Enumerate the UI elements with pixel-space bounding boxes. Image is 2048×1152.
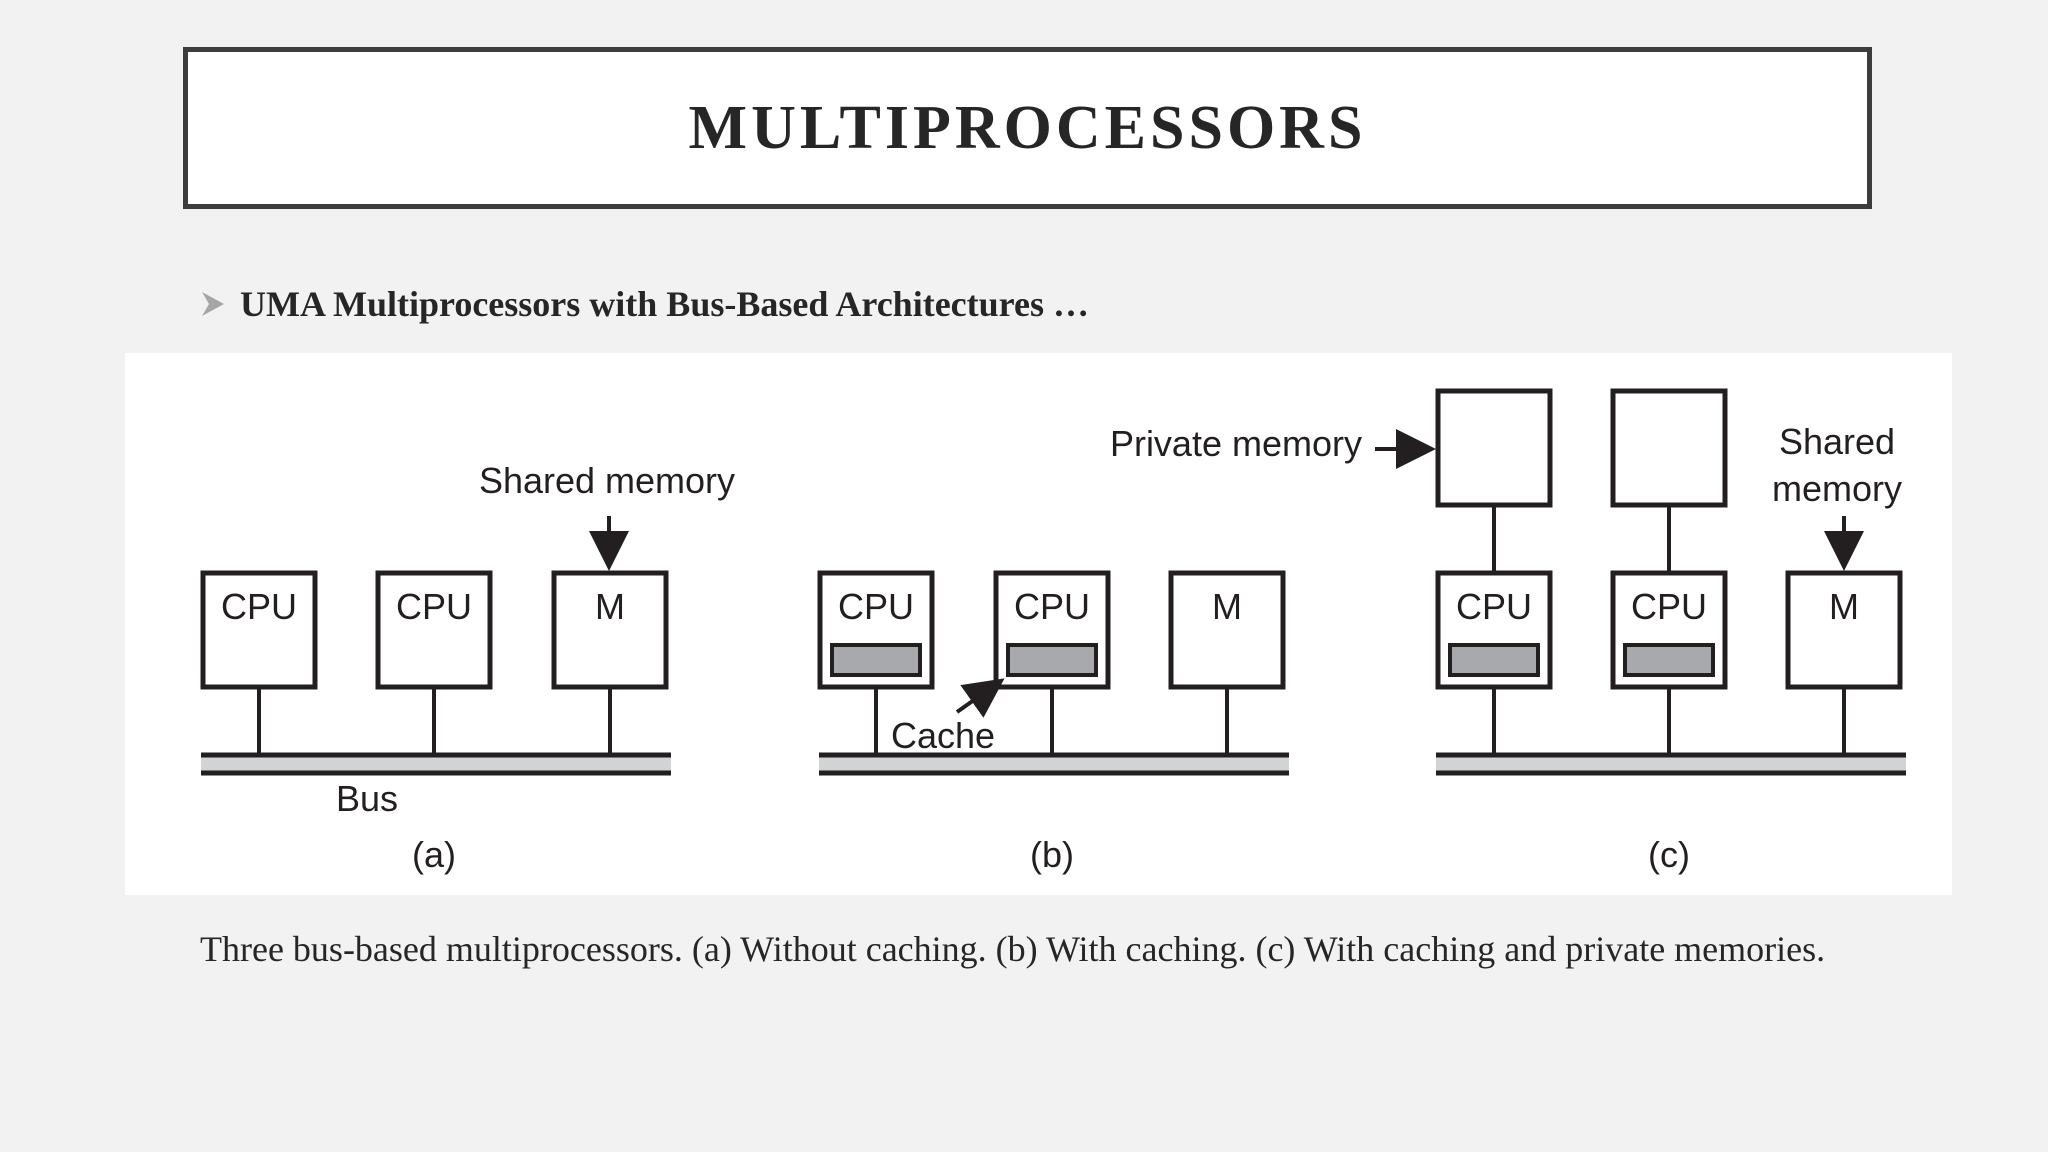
cache-block — [830, 643, 922, 677]
memory-label: M — [1212, 586, 1242, 627]
shared-label-line2: memory — [1772, 468, 1902, 509]
cpu-label: CPU — [1631, 586, 1707, 627]
bullet-item: UMA Multiprocessors with Bus-Based Archi… — [200, 283, 1089, 325]
cache-block — [1623, 643, 1715, 677]
memory-box-c — [1785, 570, 1903, 690]
panel-a: CPU CPU M Shared memory Bus (a) — [200, 460, 735, 875]
panel-b: CPU CPU M Cache (b) — [817, 570, 1289, 875]
bus-b — [819, 755, 1289, 773]
panel-label-a: (a) — [412, 834, 456, 875]
cpu-label: CPU — [221, 586, 297, 627]
cache-block — [1006, 643, 1098, 677]
bullet-text: UMA Multiprocessors with Bus-Based Archi… — [240, 284, 1089, 324]
diagram-panel: CPU CPU M Shared memory Bus (a) — [125, 353, 1952, 895]
cpu-box-a1 — [200, 570, 318, 690]
private-memory-box — [1610, 388, 1728, 508]
panel-c: CPU CPU M Private memory Shared memory (… — [1110, 388, 1906, 875]
private-memory-label: Private memory — [1110, 423, 1362, 464]
bus-c — [1436, 755, 1906, 773]
multiprocessor-diagram: CPU CPU M Shared memory Bus (a) — [200, 388, 1906, 875]
shared-memory-label: Shared memory — [479, 460, 735, 501]
cache-label: Cache — [891, 715, 995, 756]
bus-a — [201, 755, 671, 773]
memory-box-b — [1168, 570, 1286, 690]
slide-title: MULTIPROCESSORS — [688, 93, 1367, 162]
cpu-label: CPU — [396, 586, 472, 627]
bus-label: Bus — [336, 778, 398, 819]
memory-label: M — [595, 586, 625, 627]
memory-label: M — [1829, 586, 1859, 627]
cache-block — [1448, 643, 1540, 677]
figure-caption: Three bus-based multiprocessors. (a) Wit… — [200, 929, 1826, 969]
cpu-box-a2 — [375, 570, 493, 690]
cpu-label: CPU — [1456, 586, 1532, 627]
private-memory-box — [1435, 388, 1553, 508]
cpu-label: CPU — [1014, 586, 1090, 627]
cpu-label: CPU — [838, 586, 914, 627]
title-box: MULTIPROCESSORS — [183, 47, 1872, 209]
shared-label-line1: Shared — [1779, 421, 1895, 462]
arrow-bullet-icon — [202, 292, 224, 316]
cache-arrow — [955, 678, 1005, 718]
panel-label-c: (c) — [1648, 834, 1690, 875]
memory-box-a — [551, 570, 669, 690]
panel-label-b: (b) — [1030, 834, 1074, 875]
